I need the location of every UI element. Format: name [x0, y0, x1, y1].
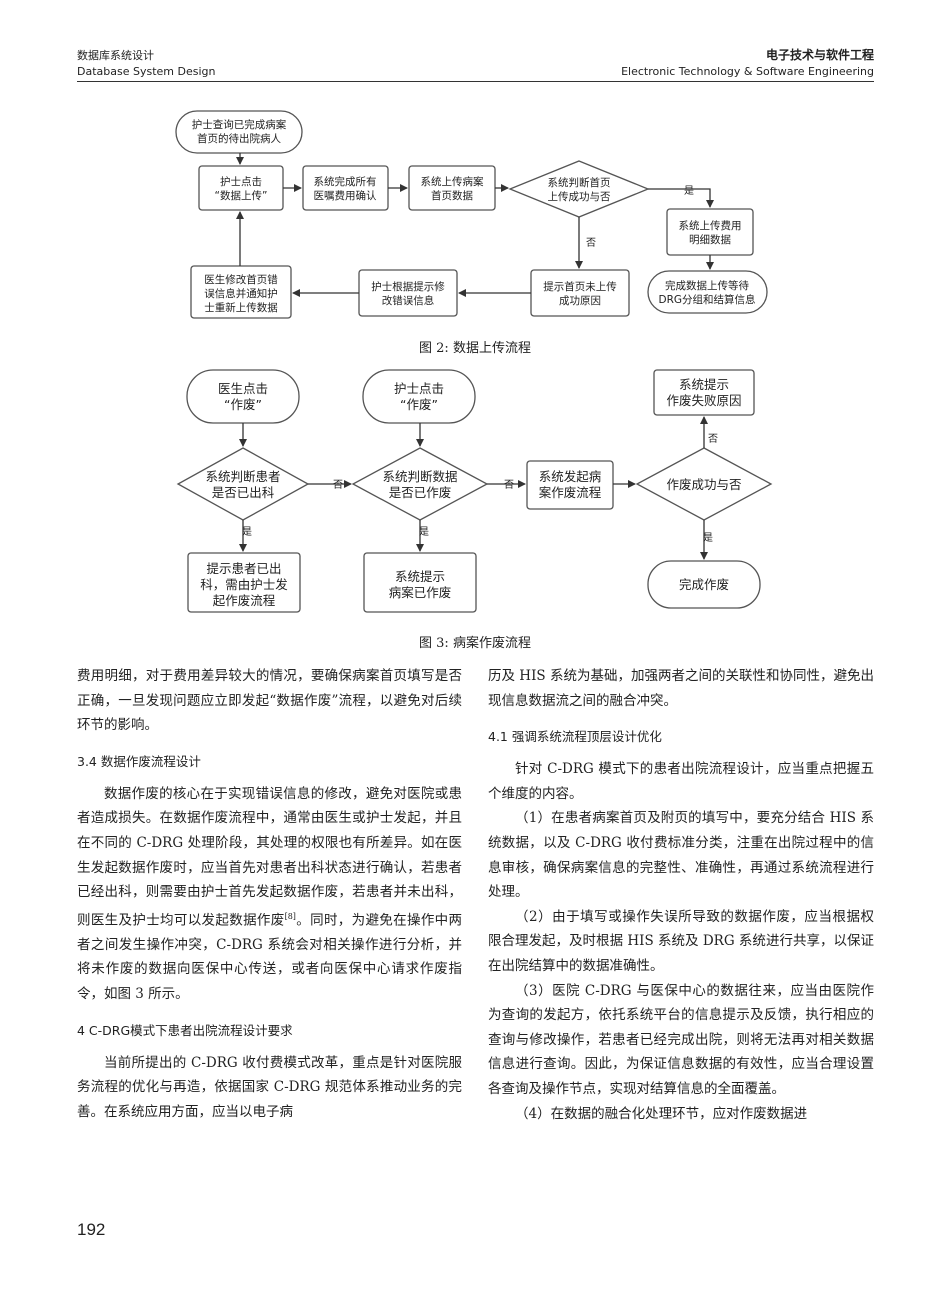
left-column: 费用明细，对于费用差异较大的情况，要确保病案首页填写是否正确，一旦发现问题应立即… — [77, 664, 462, 1124]
section-3-4-heading: 3.4 数据作废流程设计 — [77, 753, 201, 769]
fig3-nurse-l2: “作废” — [400, 397, 438, 412]
right-para-2: 针对 C-DRG 模式下的患者出院流程设计，应当重点把握五个维度的内容。 — [488, 761, 874, 802]
fig3-caption: 图 3: 病案作废流程 — [419, 636, 531, 651]
fig3-nurse-click-node — [362, 369, 476, 424]
fig3-startvoid-l1: 系统发起病 — [539, 469, 602, 484]
fig2-click-l1: 护士点击 — [220, 175, 262, 188]
left-para-2: 数据作废的核心在于实现错误信息的修改，避免对医院或患者造成损失。在数据作废流程中… — [77, 785, 463, 1003]
fig3-promptvoided-l1: 系统提示 — [395, 569, 445, 584]
fig2-fail-l2: 成功原因 — [559, 295, 601, 307]
fig2-nursefix-l2: 改错误信息 — [382, 294, 435, 307]
fig2-upload-node — [408, 165, 496, 211]
fig3-startvoid-l2: 案作废流程 — [539, 485, 602, 500]
fig3-judge-patient-l2: 是否已出科 — [212, 485, 275, 500]
fig2-start-l1: 护士查询已完成病案 — [192, 118, 287, 131]
fig3-done-node — [647, 560, 761, 609]
fig3-promptvoided-l2: 病案已作废 — [389, 585, 452, 600]
fig3-judge-patient-l1: 系统判断患者 — [205, 469, 280, 484]
fig3-no-label-2: 否 — [504, 479, 514, 491]
fig2-arrow-decision-yes — [648, 188, 714, 208]
fig3-failprompt-l2: 作废失败原因 — [666, 393, 741, 408]
fig2-fee-l2: 明细数据 — [689, 233, 731, 246]
fig2-upload-fee-node — [666, 208, 754, 256]
fig2-click-l2: “数据上传” — [215, 189, 268, 202]
fig2-start-node — [175, 110, 303, 154]
fig3-yes-label-2: 是 — [419, 526, 429, 538]
fig3-start-void-node — [526, 460, 614, 510]
fig2-start-l2: 首页的待出院病人 — [197, 132, 281, 145]
fig3-no-label-1: 否 — [333, 479, 343, 491]
right-para-4: （2）由于填写或操作失误所导致的数据作废，应当根据权限合理发起，及时根据 HIS… — [488, 908, 874, 974]
fig3-prompt-nurse-node — [187, 552, 301, 613]
fig3-failprompt-l1: 系统提示 — [679, 377, 729, 392]
fig2-doctorfix-l3: 士重新上传数据 — [204, 301, 278, 314]
fig3-result-label: 作废成功与否 — [666, 477, 741, 492]
fig3-prompt-voided-node — [363, 552, 477, 613]
section-4-1-heading: 4.1 强调系统流程顶层设计优化 — [488, 729, 662, 745]
fig2-fee-l1: 系统上传费用 — [679, 219, 742, 232]
fig3-doctor-l2: “作废” — [224, 397, 262, 412]
fig2-nursefix-l1: 护士根据提示修 — [371, 280, 445, 293]
header-left-en: Database System Design — [77, 65, 216, 78]
fig3-yes-label-3: 是 — [703, 532, 713, 544]
fig2-complete-l1: 完成数据上传等待 — [665, 279, 749, 292]
fig3-yes-label-1: 是 — [242, 526, 252, 538]
fig2-fail-l1: 提示首页未上传 — [543, 280, 617, 293]
fig3-judge-data-l2: 是否已作废 — [389, 485, 452, 500]
header-left-cn: 数据库系统设计 — [77, 49, 154, 62]
fig2-nurse-fix-node — [358, 269, 458, 317]
fig2-caption: 图 2: 数据上传流程 — [419, 341, 531, 356]
fig3-no-label-3: 否 — [708, 433, 718, 445]
fig3-done-label: 完成作废 — [679, 577, 729, 592]
fig2-confirm-l2: 医嘱费用确认 — [314, 189, 377, 202]
citation-ref: [8] — [284, 911, 296, 921]
right-para-3: （1）在患者病案首页及附页的填写中，要充分结合 HIS 系统数据，以及 C-DR… — [488, 810, 874, 901]
fig2-confirm-l1: 系统完成所有 — [314, 175, 377, 188]
fig3-judge-data-l1: 系统判断数据 — [382, 469, 457, 484]
fig2-upload-l1: 系统上传病案 — [421, 175, 484, 188]
header-right-en: Electronic Technology & Software Enginee… — [621, 65, 874, 78]
fig2-click-node — [198, 165, 284, 211]
right-para-5: （3）医院 C-DRG 与医保中心的数据往来，应当由医院作为查询的发起方，依托系… — [488, 982, 874, 1097]
fig3-promptnurse-l3: 起作废流程 — [213, 593, 276, 608]
fig3-promptnurse-l2: 科，需由护士发 — [200, 577, 288, 592]
header-rule — [77, 81, 874, 82]
fig3-judge-data-node — [351, 447, 489, 521]
right-column: 历及 HIS 系统为基础，加强两者之间的关联性和协同性，避免出现信息数据流之间的… — [488, 664, 874, 1126]
fig3-judge-patient-node — [176, 447, 310, 521]
left-para-3: 当前所提出的 C-DRG 收付费模式改革，重点是针对医院服务流程的优化与再造，依… — [77, 1054, 462, 1120]
fig2-decision-node — [508, 160, 650, 218]
fig2-doctor-fix-node — [190, 265, 292, 319]
fig2-yes-label: 是 — [684, 185, 694, 197]
fig2-decision-l2: 上传成功与否 — [548, 191, 611, 203]
fig3-doctor-l1: 医生点击 — [218, 381, 268, 396]
right-para-1: 历及 HIS 系统为基础，加强两者之间的关联性和协同性，避免出现信息数据流之间的… — [488, 668, 874, 709]
fig2-decision-l1: 系统判断首页 — [548, 176, 611, 189]
page-number: 192 — [77, 1220, 106, 1239]
fig2-no-label: 否 — [586, 237, 596, 249]
fig2-confirm-node — [302, 165, 389, 211]
fig2-complete-l2: DRG分组和结算信息 — [658, 293, 755, 306]
fig3-fail-prompt-node — [653, 369, 755, 416]
fig2-fail-reason-node — [530, 269, 630, 317]
fig3-promptnurse-l1: 提示患者已出 — [206, 561, 281, 576]
header-right-cn: 电子技术与软件工程 — [765, 48, 874, 62]
fig3-nurse-l1: 护士点击 — [394, 381, 444, 396]
fig2-doctorfix-l2: 误信息并通知护 — [204, 287, 278, 300]
fig2-upload-l2: 首页数据 — [431, 189, 473, 202]
section-4-heading: 4 C-DRG模式下患者出院流程设计要求 — [77, 1022, 293, 1038]
right-para-6: （4）在数据的融合化处理环节，应对作废数据进 — [515, 1105, 808, 1122]
left-para-1: 费用明细，对于费用差异较大的情况，要确保病案首页填写是否正确，一旦发现问题应立即… — [77, 668, 462, 734]
fig2-complete-node — [647, 270, 768, 314]
fig2-doctorfix-l1: 医生修改首页错 — [204, 273, 278, 286]
